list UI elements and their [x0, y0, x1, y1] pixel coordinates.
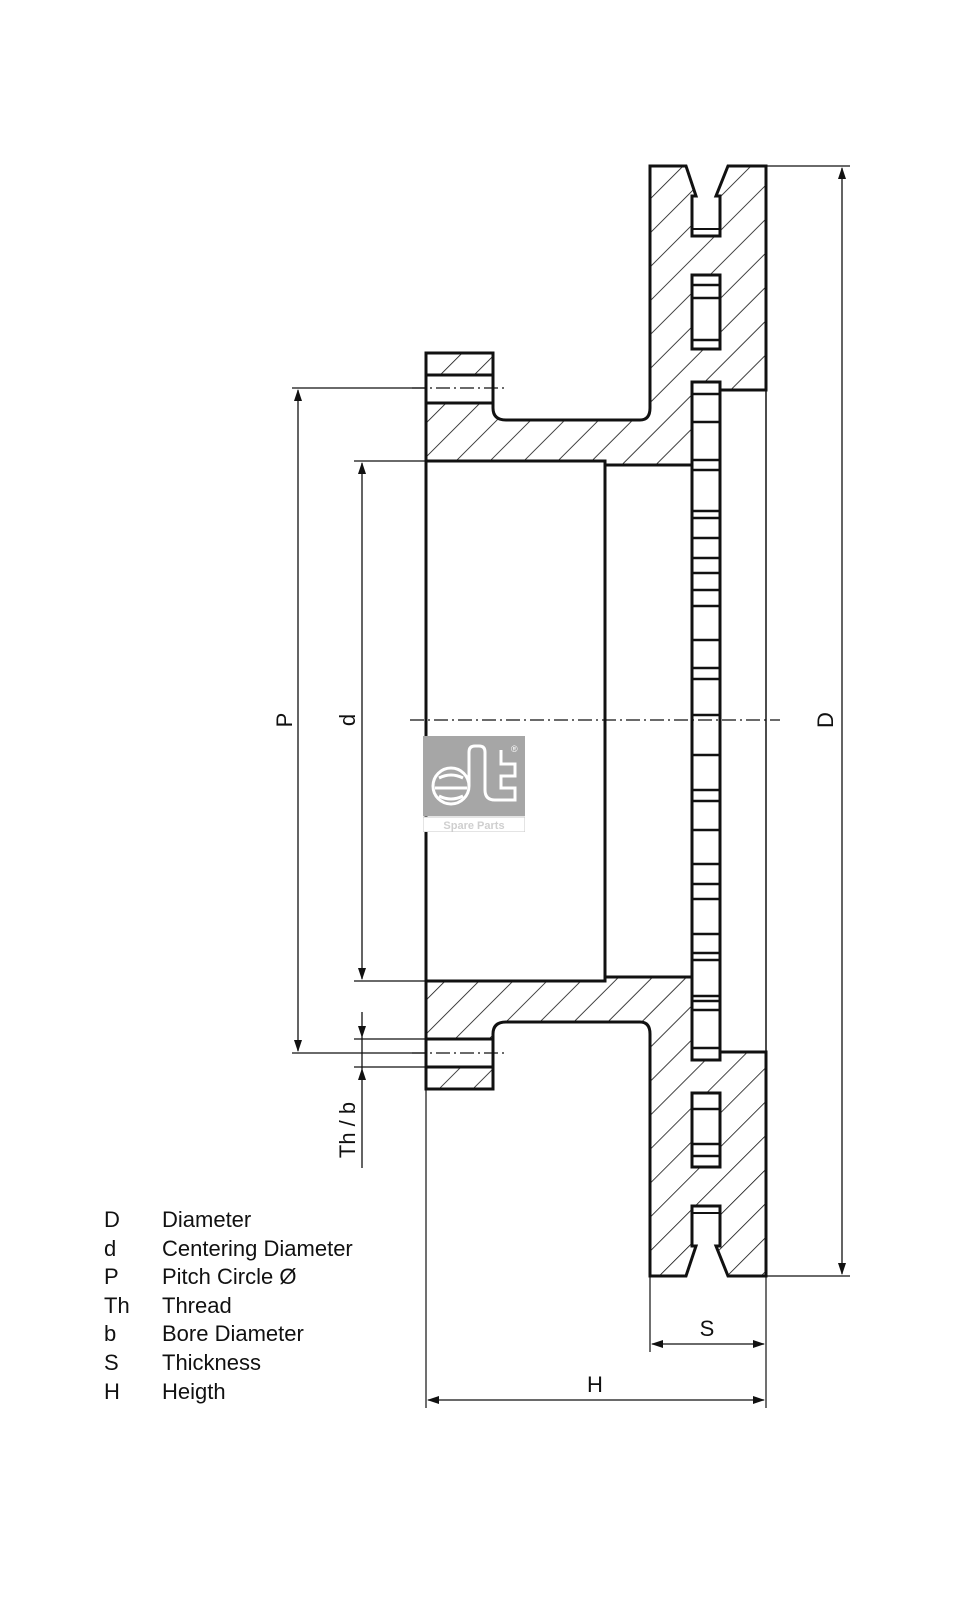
legend-key: Th — [104, 1292, 130, 1318]
legend-item: Th Thread — [104, 1292, 353, 1321]
dt-spare-parts-logo: ® Spare Parts — [422, 736, 526, 833]
legend-label: Heigth — [162, 1378, 226, 1404]
label-D: D — [813, 712, 838, 728]
vent-ribs — [692, 392, 720, 1050]
disc-section-top — [424, 164, 768, 467]
dimension-lines — [294, 167, 846, 1404]
logo-registered-mark: ® — [511, 744, 518, 754]
legend-key: D — [104, 1207, 120, 1232]
extension-lines — [292, 165, 850, 1408]
legend-item: d Centering Diameter — [104, 1235, 353, 1264]
legend-item: b Bore Diameter — [104, 1320, 353, 1349]
label-th-b: Th / b — [335, 1102, 360, 1158]
legend-label: Diameter — [162, 1207, 252, 1232]
legend-item: D Diameter — [104, 1206, 353, 1235]
legend-label: Thread — [162, 1292, 232, 1318]
legend-item: H Heigth — [104, 1378, 353, 1407]
hub-outline — [424, 382, 767, 1060]
label-P: P — [272, 713, 297, 728]
label-d: d — [335, 714, 360, 726]
logo-caption: Spare Parts — [443, 820, 504, 832]
legend-label: Pitch Circle Ø — [162, 1264, 297, 1290]
legend-item: P Pitch Circle Ø — [104, 1263, 353, 1292]
dimension-labels: D P d Th / b S H — [272, 712, 838, 1397]
legend-item: S Thickness — [104, 1349, 353, 1378]
legend-label: Centering Diameter — [162, 1235, 353, 1261]
legend-label: Bore Diameter — [162, 1321, 304, 1347]
legend: D Diameter d Centering Diameter P Pitch … — [104, 1206, 353, 1406]
legend-label: Thickness — [162, 1349, 262, 1375]
legend-key: P — [104, 1264, 119, 1290]
disc-section-bottom — [424, 975, 768, 1278]
label-H: H — [587, 1372, 603, 1397]
legend-key: d — [104, 1235, 117, 1261]
center-lines — [410, 387, 780, 1054]
legend-key: S — [104, 1349, 119, 1375]
legend-key: b — [104, 1321, 117, 1347]
legend-key: H — [104, 1378, 120, 1404]
label-S: S — [700, 1316, 715, 1341]
